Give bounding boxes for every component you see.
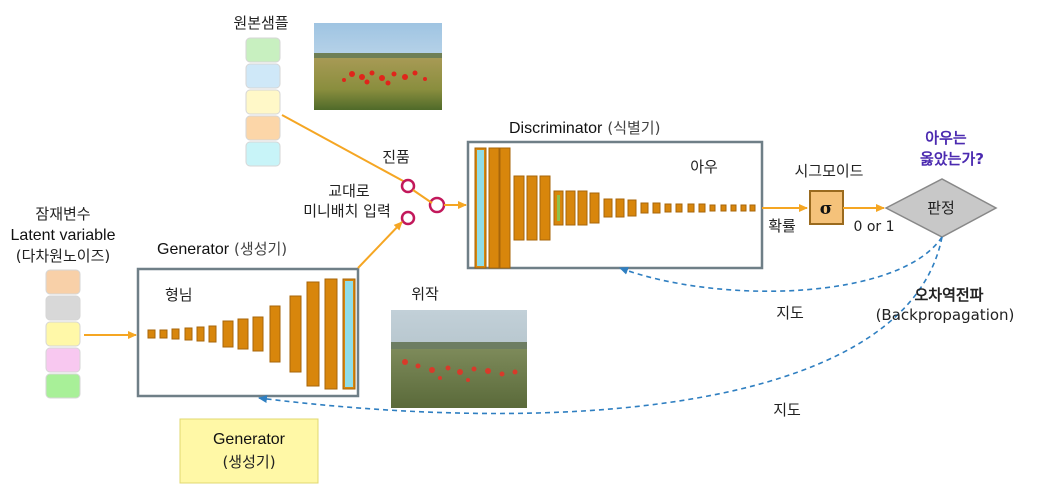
backprop-label-ko: 오차역전파 bbox=[914, 286, 983, 304]
discriminator-layer-bar bbox=[749, 204, 756, 212]
judgment-label: 판정 bbox=[927, 199, 955, 217]
discriminator-layer-bar bbox=[740, 204, 747, 212]
noise-cell bbox=[45, 373, 81, 399]
generator-legend-line2: (생성기) bbox=[222, 453, 275, 471]
switch-lever bbox=[412, 189, 433, 204]
discriminator-layer-bar bbox=[640, 202, 649, 214]
discriminator-layer-bar bbox=[627, 199, 637, 217]
sample-cell bbox=[245, 37, 281, 63]
discriminator-frame bbox=[466, 140, 764, 270]
discriminator-title: Discriminator(식별기) bbox=[509, 119, 660, 137]
generator-layer-bar bbox=[196, 326, 205, 342]
generator-layer-bar bbox=[171, 328, 180, 340]
generator-layers bbox=[147, 278, 356, 390]
discriminator-layer-bar bbox=[589, 192, 600, 224]
discriminator-layer-bar bbox=[499, 147, 511, 269]
generator-layer-bar bbox=[184, 327, 193, 341]
latent-label-line2: Latent variable bbox=[11, 227, 116, 244]
sample-cell bbox=[245, 115, 281, 141]
discriminator-layer-bar bbox=[675, 203, 683, 213]
sample-stack bbox=[245, 37, 281, 167]
discriminator-layer-bar bbox=[664, 203, 672, 213]
latent-label-line1: 잠재변수 bbox=[35, 205, 90, 223]
discriminator-layer-bar bbox=[652, 202, 661, 214]
noise-cell bbox=[45, 321, 81, 347]
discriminator-layer-bar bbox=[565, 190, 576, 226]
real-input-arrow bbox=[281, 114, 406, 183]
discriminator-layer-bar bbox=[513, 175, 525, 241]
generator-layer-bar bbox=[306, 281, 320, 387]
backprop-to-generator-path bbox=[258, 236, 943, 415]
discriminator-layer-accent bbox=[557, 195, 560, 221]
generator-layer-bar bbox=[324, 278, 338, 390]
generator-layer-bar bbox=[252, 316, 264, 352]
probability-label: 확률 bbox=[768, 217, 796, 235]
generator-legend-line1: Generator bbox=[213, 431, 286, 448]
sigma-symbol: σ bbox=[820, 199, 833, 219]
generator-layer-bar bbox=[147, 329, 156, 339]
fake-label: 위작 bbox=[411, 285, 439, 303]
judgment-diamond bbox=[884, 178, 998, 238]
discriminator-layers bbox=[474, 147, 756, 269]
generator-layer-bar bbox=[159, 329, 168, 339]
original-samples-label: 원본샘플 bbox=[233, 14, 288, 32]
noise-cell bbox=[45, 347, 81, 373]
generator-layer-bar bbox=[269, 305, 281, 363]
minibatch-label-line1: 교대로 bbox=[328, 182, 370, 200]
discriminator-inner-label: 아우 bbox=[690, 158, 718, 176]
zero-or-one-label: 0 or 1 bbox=[853, 219, 894, 235]
discriminator-layer-bar bbox=[720, 204, 727, 212]
discriminator-layer-bar bbox=[488, 147, 500, 269]
discriminator-input-highlight bbox=[477, 150, 484, 266]
discriminator-layer-bar bbox=[709, 204, 716, 212]
minibatch-label-line2: 미니배치 입력 bbox=[303, 202, 391, 220]
sample-cell bbox=[245, 141, 281, 167]
guidance-label-generator: 지도 bbox=[773, 401, 801, 419]
sample-cell bbox=[245, 63, 281, 89]
sigmoid-label: 시그모이드 bbox=[794, 162, 863, 180]
discriminator-layer-bar bbox=[615, 198, 625, 218]
original-sample-photo bbox=[314, 23, 442, 110]
noise-cell bbox=[45, 269, 81, 295]
discriminator-layer-bar bbox=[603, 198, 613, 218]
discriminator-layer-bar bbox=[526, 175, 538, 241]
question-line2: 옳았는가? bbox=[920, 150, 984, 168]
backprop-to-discriminator-path bbox=[619, 236, 943, 293]
guidance-label-discriminator: 지도 bbox=[776, 304, 804, 322]
generator-output-arrow bbox=[357, 221, 403, 269]
discriminator-layer-bar bbox=[698, 203, 706, 213]
discriminator-layer-bar bbox=[539, 175, 551, 241]
noise-cell bbox=[45, 295, 81, 321]
generator-layer-bar bbox=[237, 318, 249, 350]
generator-layer-bar bbox=[289, 295, 302, 373]
real-switch-node bbox=[400, 178, 416, 194]
imitation-label: 형님 bbox=[165, 286, 193, 304]
fake-switch-node bbox=[400, 210, 416, 226]
noise-stack bbox=[45, 269, 81, 399]
backprop-label-en: (Backpropagation) bbox=[876, 306, 1015, 324]
sample-cell bbox=[245, 89, 281, 115]
generator-layer-bar bbox=[208, 325, 217, 343]
latent-label-line3: (다차원노이즈) bbox=[16, 247, 111, 265]
generator-layer-bar bbox=[222, 320, 234, 348]
generator-legend-box bbox=[179, 418, 319, 484]
question-line1: 아우는 bbox=[925, 129, 967, 147]
switch-output-node bbox=[428, 196, 446, 214]
discriminator-layer-bar bbox=[730, 204, 737, 212]
discriminator-layer-bar bbox=[687, 203, 695, 213]
generator-output-highlight bbox=[345, 281, 353, 387]
fake-sample-photo bbox=[391, 310, 527, 408]
generator-title: Generator(생성기) bbox=[157, 240, 287, 258]
discriminator-layer-bar bbox=[577, 190, 588, 226]
real-label: 진품 bbox=[382, 148, 410, 166]
